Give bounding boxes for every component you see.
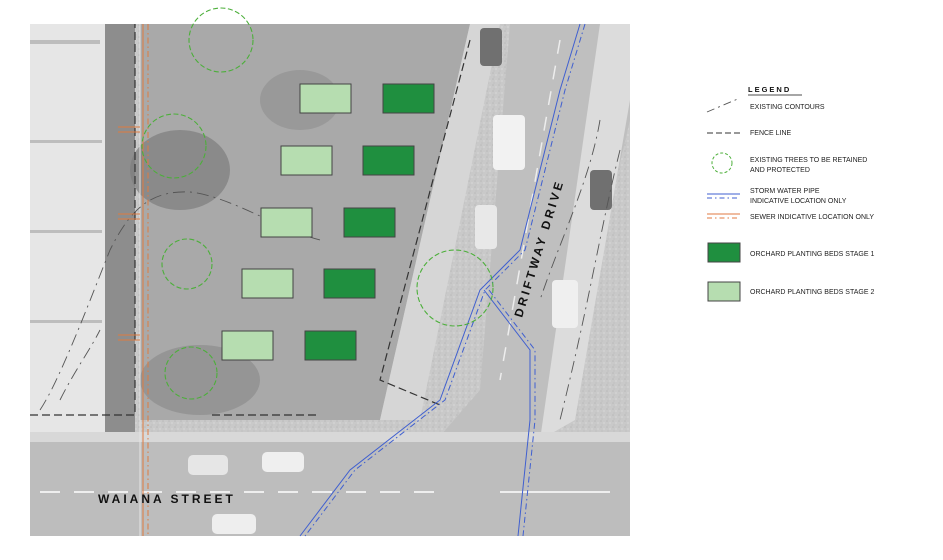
legend-label-trees-2: AND PROTECTED xyxy=(750,167,810,174)
tree xyxy=(141,113,207,179)
orchard-beds xyxy=(221,83,435,361)
legend-label-sewer: SEWER INDICATIVE LOCATION ONLY xyxy=(750,214,874,221)
bed-stage-1 xyxy=(382,83,435,114)
bed-stage-2 xyxy=(299,83,352,114)
bed-stage-1 xyxy=(343,207,396,238)
legend: LEGEND EXISTING CONTOURS FENCE LINE EXIS… xyxy=(706,85,874,302)
legend-label-storm-2: INDICATIVE LOCATION ONLY xyxy=(750,198,847,205)
fence-line xyxy=(30,24,471,416)
bed-stage-1 xyxy=(304,330,357,361)
bed-stage-2 xyxy=(280,145,333,176)
legend-label-contours: EXISTING CONTOURS xyxy=(750,104,825,111)
legend-label-fence: FENCE LINE xyxy=(750,130,792,137)
storm-water-pipe xyxy=(299,23,586,537)
bed-stage-1 xyxy=(323,268,376,299)
legend-label-trees-1: EXISTING TREES TO BE RETAINED xyxy=(750,157,867,164)
existing-contours xyxy=(39,119,621,421)
legend-label-stage-1: ORCHARD PLANTING BEDS STAGE 1 xyxy=(750,251,874,258)
tree xyxy=(416,249,494,327)
tree xyxy=(161,238,213,290)
legend-label-stage-2: ORCHARD PLANTING BEDS STAGE 2 xyxy=(750,289,874,296)
tree xyxy=(164,346,218,400)
street-label-waiana: WAIANA STREET xyxy=(98,492,236,506)
tree xyxy=(188,7,254,73)
bed-stage-2 xyxy=(260,207,313,238)
existing-trees xyxy=(141,7,494,400)
bed-stage-1 xyxy=(362,145,415,176)
bed-stage-2 xyxy=(241,268,294,299)
legend-title: LEGEND xyxy=(748,85,791,94)
bed-stage-2 xyxy=(221,330,274,361)
sewer-line xyxy=(118,24,149,536)
legend-label-storm-1: STORM WATER PIPE xyxy=(750,188,820,195)
